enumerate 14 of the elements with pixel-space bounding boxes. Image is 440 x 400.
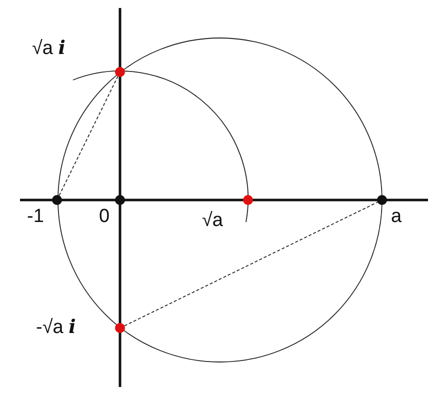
- point-marker: [243, 195, 253, 205]
- point-marker: [115, 195, 125, 205]
- point-label: -√a i: [36, 318, 76, 337]
- point-label: -1: [27, 207, 44, 226]
- point-label: √a i: [32, 39, 66, 58]
- point-marker: [377, 195, 387, 205]
- point-label: √a: [202, 211, 223, 230]
- point-marker: [115, 323, 125, 333]
- point-label: 0: [99, 207, 110, 226]
- dashed-line: [124, 202, 378, 326]
- point-label: a: [391, 207, 402, 226]
- point-marker: [52, 195, 62, 205]
- dashed-line: [58, 76, 118, 196]
- point-marker: [115, 67, 125, 77]
